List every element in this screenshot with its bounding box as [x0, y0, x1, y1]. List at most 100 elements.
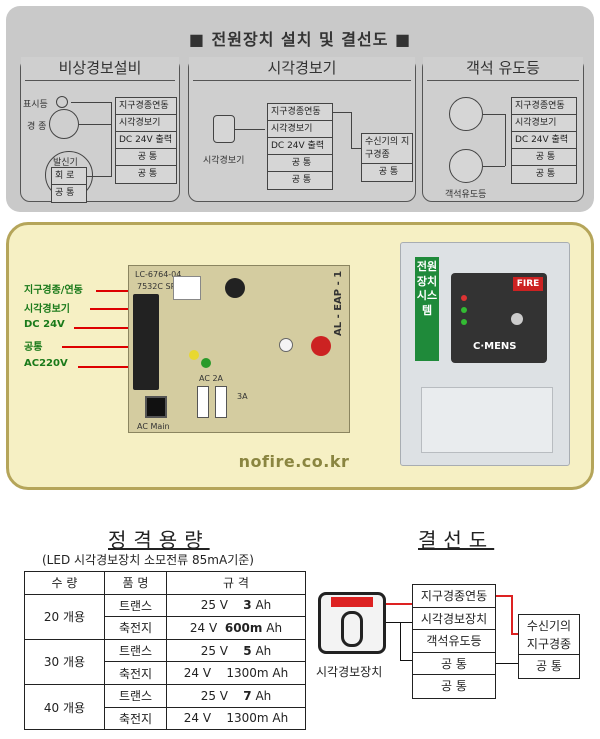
installation-diagram-panel: ■ 전원장치 설치 및 결선도 ■ 비상경보설비 표시등 경 종 발신기 회 로… — [6, 6, 594, 212]
header-cell: 품 명 — [104, 571, 167, 595]
pcb-label: 3A — [237, 392, 248, 401]
terminal: 공 통 — [413, 653, 495, 675]
rated-capacity-table: 수 량 품 명 규 격 20 개용 트랜스 25 V 3 Ah 축전지 24 V… — [24, 571, 306, 731]
strobe-icon — [213, 115, 235, 143]
bell-label: 경 종 — [27, 122, 47, 132]
rated-capacity-title: 정격용량 — [108, 528, 210, 552]
fuse-icon — [215, 386, 227, 418]
spec-cell: 25 V 3 Ah — [166, 593, 306, 618]
led-icon — [201, 358, 211, 368]
section-title: 객석 유도등 — [423, 57, 583, 78]
label-common: 공통 — [24, 342, 43, 353]
table-row: 30 개용 트랜스 25 V 5 Ah — [24, 638, 306, 685]
spec-cell: 25 V 5 Ah — [166, 638, 306, 663]
cabinet-side-label: 전원장치시스템 — [415, 257, 439, 361]
spec-cell: 25 V 7 Ah — [166, 683, 306, 708]
table-row: 40 개용 트랜스 25 V 7 Ah — [24, 683, 306, 731]
status-led-icon — [461, 295, 467, 301]
capacitor-icon — [225, 278, 245, 298]
strobe-device-icon — [318, 592, 386, 654]
terminal: 공 통 — [55, 188, 75, 198]
terminal: 공 통 — [536, 659, 562, 673]
terminal: 공 통 — [512, 149, 576, 166]
strobe-lamp-icon — [331, 597, 373, 607]
table-row: 축전지 24 V 1300m Ah — [25, 706, 306, 731]
terminal: 시각경보장치 — [413, 608, 495, 630]
terminal: 공 통 — [441, 679, 467, 693]
device-label: 시각경보장치 — [316, 665, 383, 679]
terminal: 공 통 — [291, 175, 312, 185]
item-cell: 트랜스 — [104, 593, 167, 618]
brand-logo: C·MENS — [473, 341, 517, 352]
capacitor-icon — [279, 338, 293, 352]
qty-cell: 20 개용 — [24, 593, 105, 640]
item-cell: 트랜스 — [104, 638, 167, 663]
section-title: 시각경보기 — [189, 57, 415, 78]
led-icon — [189, 350, 199, 360]
status-led-icon — [461, 307, 467, 313]
rated-capacity-note: (LED 시각경보장치 소모전류 85mA기준) — [42, 553, 254, 567]
pcb-label: LC-6764-04 — [135, 270, 182, 279]
pcb-label: AC Main — [137, 422, 170, 431]
relay-icon — [173, 276, 201, 300]
terminal: 공 통 — [535, 169, 556, 179]
guide-light-icon — [449, 149, 483, 183]
spec-cell: 24 V 1300m Ah — [166, 661, 306, 685]
terminal: 시각경보기 — [512, 115, 576, 132]
fire-badge: FIRE — [513, 277, 543, 291]
item-cell: 축전지 — [104, 661, 167, 685]
header-cell: 규 격 — [166, 571, 306, 595]
control-knob-icon[interactable] — [511, 313, 523, 325]
device-label: 시각경보기 — [203, 156, 245, 166]
arrow-icon — [62, 342, 144, 352]
section-emergency-alarm: 비상경보설비 표시등 경 종 발신기 회 로 공 통 지구경종연동 시각경보기 … — [20, 57, 180, 203]
label-bell-link: 지구경종/연동 — [24, 285, 83, 296]
pcb-label: AC 2A — [199, 374, 224, 383]
table-header-row: 수 량 품 명 규 격 — [24, 571, 306, 595]
strobe-lens-icon — [341, 611, 363, 647]
capacitor-icon — [311, 336, 331, 356]
square-bullet-icon: ■ — [388, 30, 412, 49]
call-point-terminals: 회 로 공 통 — [51, 167, 87, 203]
label-ac220v: AC220V — [24, 358, 68, 369]
terminal: 시각경보기 — [268, 121, 332, 138]
label-dc24v: DC 24V — [24, 319, 65, 330]
square-bullet-icon: ■ — [188, 30, 212, 49]
pcb-label: 7532C SP — [137, 282, 176, 291]
terminal: DC 24V 출력 — [512, 132, 576, 149]
section-title: 비상경보설비 — [21, 57, 179, 78]
label-visual-alarm: 시각경보기 — [24, 304, 70, 315]
terminal: 지구경종연동 — [413, 585, 495, 608]
site-watermark: nofire.co.kr — [238, 452, 350, 471]
terminal-block: 지구경종연동 시각경보기 DC 24V 출력 공 통 공 통 — [267, 103, 333, 190]
device-label: 객석유도등 — [445, 190, 487, 200]
receiver-terminal-block: 수신기의 지구경종 공 통 — [361, 133, 413, 182]
terminal-block: 지구경종연동 시각경보기 DC 24V 출력 공 통 공 통 — [511, 97, 577, 184]
qty-cell: 30 개용 — [24, 638, 105, 685]
instruction-plate — [421, 387, 553, 453]
fuse-icon — [197, 386, 209, 418]
terminal-strip-icon — [133, 294, 159, 390]
diagram-title-text: 전원장치 설치 및 결선도 — [211, 30, 389, 49]
table-row: 20 개용 트랜스 25 V 3 Ah — [24, 593, 306, 640]
terminal: 공 통 — [268, 155, 332, 172]
bell-icon — [49, 109, 79, 139]
terminal: 지구경종연동 — [512, 98, 576, 115]
power-switch-icon[interactable] — [145, 396, 167, 418]
terminal: 객석유도등 — [413, 630, 495, 653]
guide-light-icon — [449, 97, 483, 131]
spec-cell: 24 V 600m Ah — [166, 616, 306, 640]
terminal: 공 통 — [116, 149, 176, 166]
power-supply-cabinet-image: 전원장치시스템 FIRE C·MENS — [400, 242, 570, 466]
terminal: 공 통 — [378, 167, 399, 177]
terminal: DC 24V 출력 — [268, 138, 332, 155]
item-cell: 축전지 — [104, 706, 167, 731]
pcb-label: AL - EAP - 1 — [333, 270, 344, 336]
lamp-icon — [56, 96, 68, 108]
qty-cell: 40 개용 — [24, 683, 105, 731]
header-cell: 수 량 — [24, 571, 105, 595]
pcb-board-image: LC-6764-04 7532C SP AC Main AC 2A 3A AL … — [128, 265, 350, 433]
terminal: 공 통 — [137, 169, 158, 179]
